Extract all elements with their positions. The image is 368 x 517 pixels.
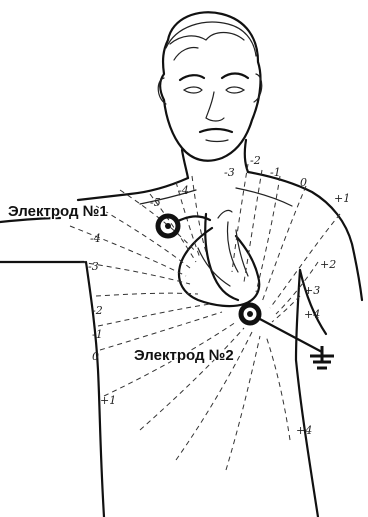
potential-labels: -2 -1 0 +1 -3 -4 -5 -4 -3 -2 -1 0 +1 +2 … [88,154,350,437]
potential-label: +3 [304,284,320,297]
potential-label: -2 [92,304,103,317]
potential-label: +4 [296,424,312,437]
potential-label: 0 [300,176,307,189]
potential-label: -4 [90,232,101,245]
potential-label: +2 [320,258,336,271]
potential-label: -4 [178,184,189,197]
potential-label: +1 [100,394,116,407]
potential-label: -3 [224,166,235,179]
potential-label: -2 [250,154,261,167]
potential-label: +1 [334,192,350,205]
potential-label: -5 [150,196,161,209]
electrode-2-label: Электрод №2 [134,347,234,364]
ground-icon [310,346,334,368]
head-outline [158,12,262,160]
heart-sketch [179,210,259,306]
potential-label: -1 [92,328,103,341]
potential-label: -1 [270,166,281,179]
potential-label: 0 [92,350,99,363]
electrode-1-label: Электрод №1 [8,203,108,220]
potential-label: +4 [304,308,320,321]
potential-label: -3 [88,260,99,273]
electrode-1-icon [158,216,210,236]
